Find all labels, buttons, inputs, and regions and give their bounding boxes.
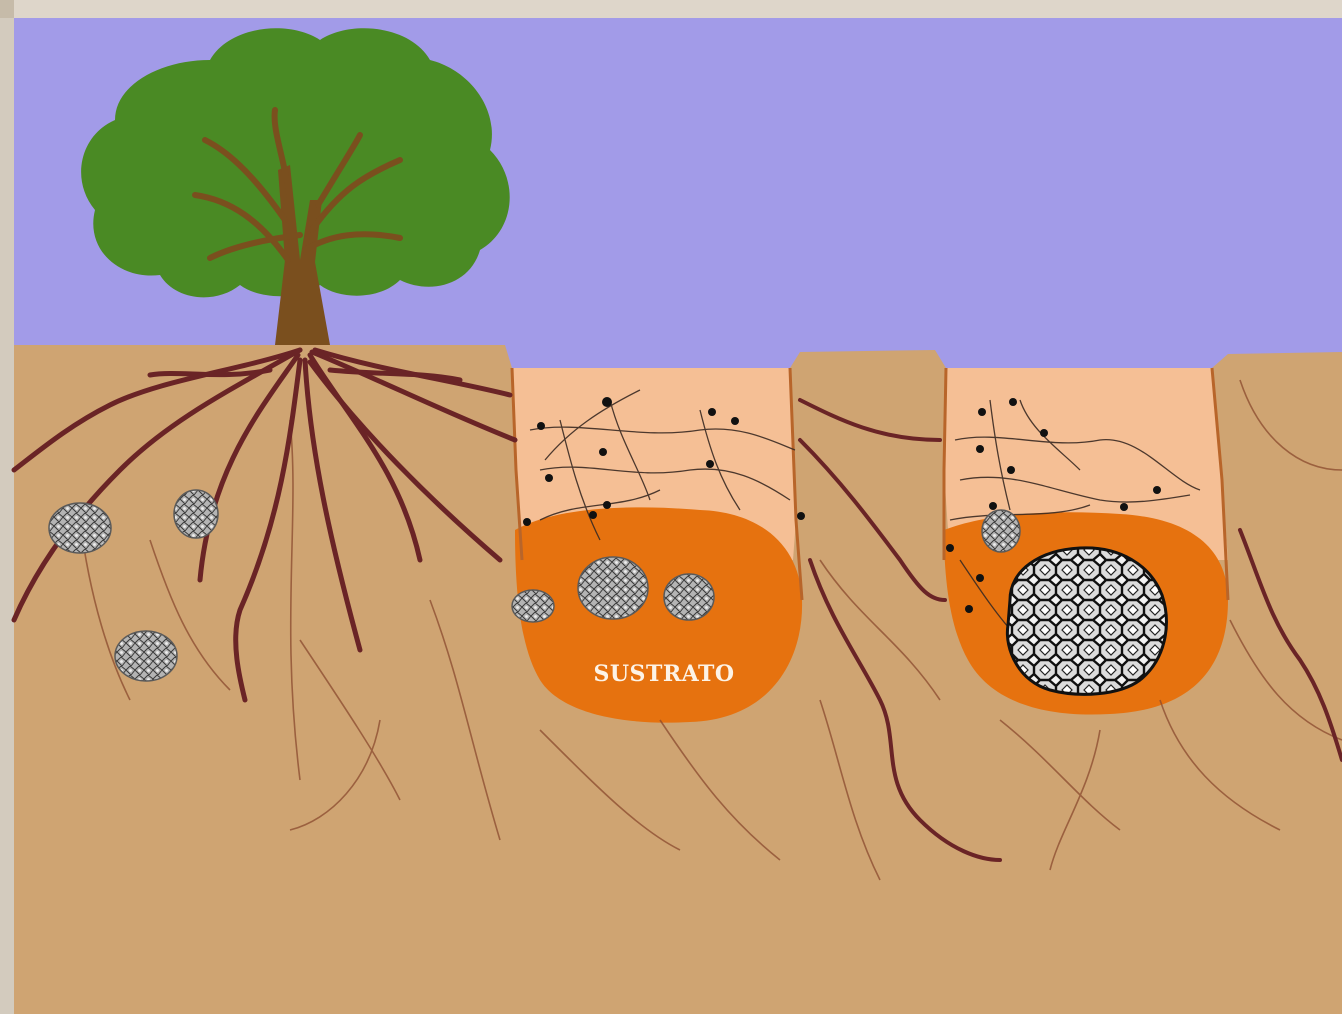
spore — [1153, 486, 1161, 494]
spore — [523, 518, 531, 526]
spore — [545, 474, 553, 482]
spore — [599, 448, 607, 456]
spore — [602, 397, 612, 407]
substrate-label: SUSTRATO — [593, 661, 734, 687]
spore — [537, 422, 545, 430]
backdrop-strip-left — [0, 0, 14, 1014]
spore — [978, 408, 986, 416]
truffle-large-icon — [1007, 548, 1166, 694]
spore — [989, 502, 997, 510]
spore — [1120, 503, 1128, 511]
spore — [1040, 429, 1048, 437]
truffle-small — [115, 631, 177, 681]
truffle-small — [982, 510, 1020, 552]
spore — [589, 511, 597, 519]
spore — [946, 544, 954, 552]
truffle-small — [49, 503, 111, 553]
substrate-pit-1 — [515, 507, 802, 722]
spore — [603, 501, 611, 509]
spore — [708, 408, 716, 416]
spore — [976, 574, 984, 582]
spore — [965, 605, 973, 613]
spore — [731, 417, 739, 425]
truffle-small — [512, 590, 554, 622]
backdrop-strip-top — [0, 0, 1342, 18]
truffle-large — [1007, 548, 1166, 694]
spore — [976, 445, 984, 453]
truffle-small — [174, 490, 218, 538]
spore — [1009, 398, 1017, 406]
truffle-small — [578, 557, 648, 619]
spore — [797, 512, 805, 520]
truffle-small — [664, 574, 714, 620]
spore — [1007, 466, 1015, 474]
spore — [706, 460, 714, 468]
